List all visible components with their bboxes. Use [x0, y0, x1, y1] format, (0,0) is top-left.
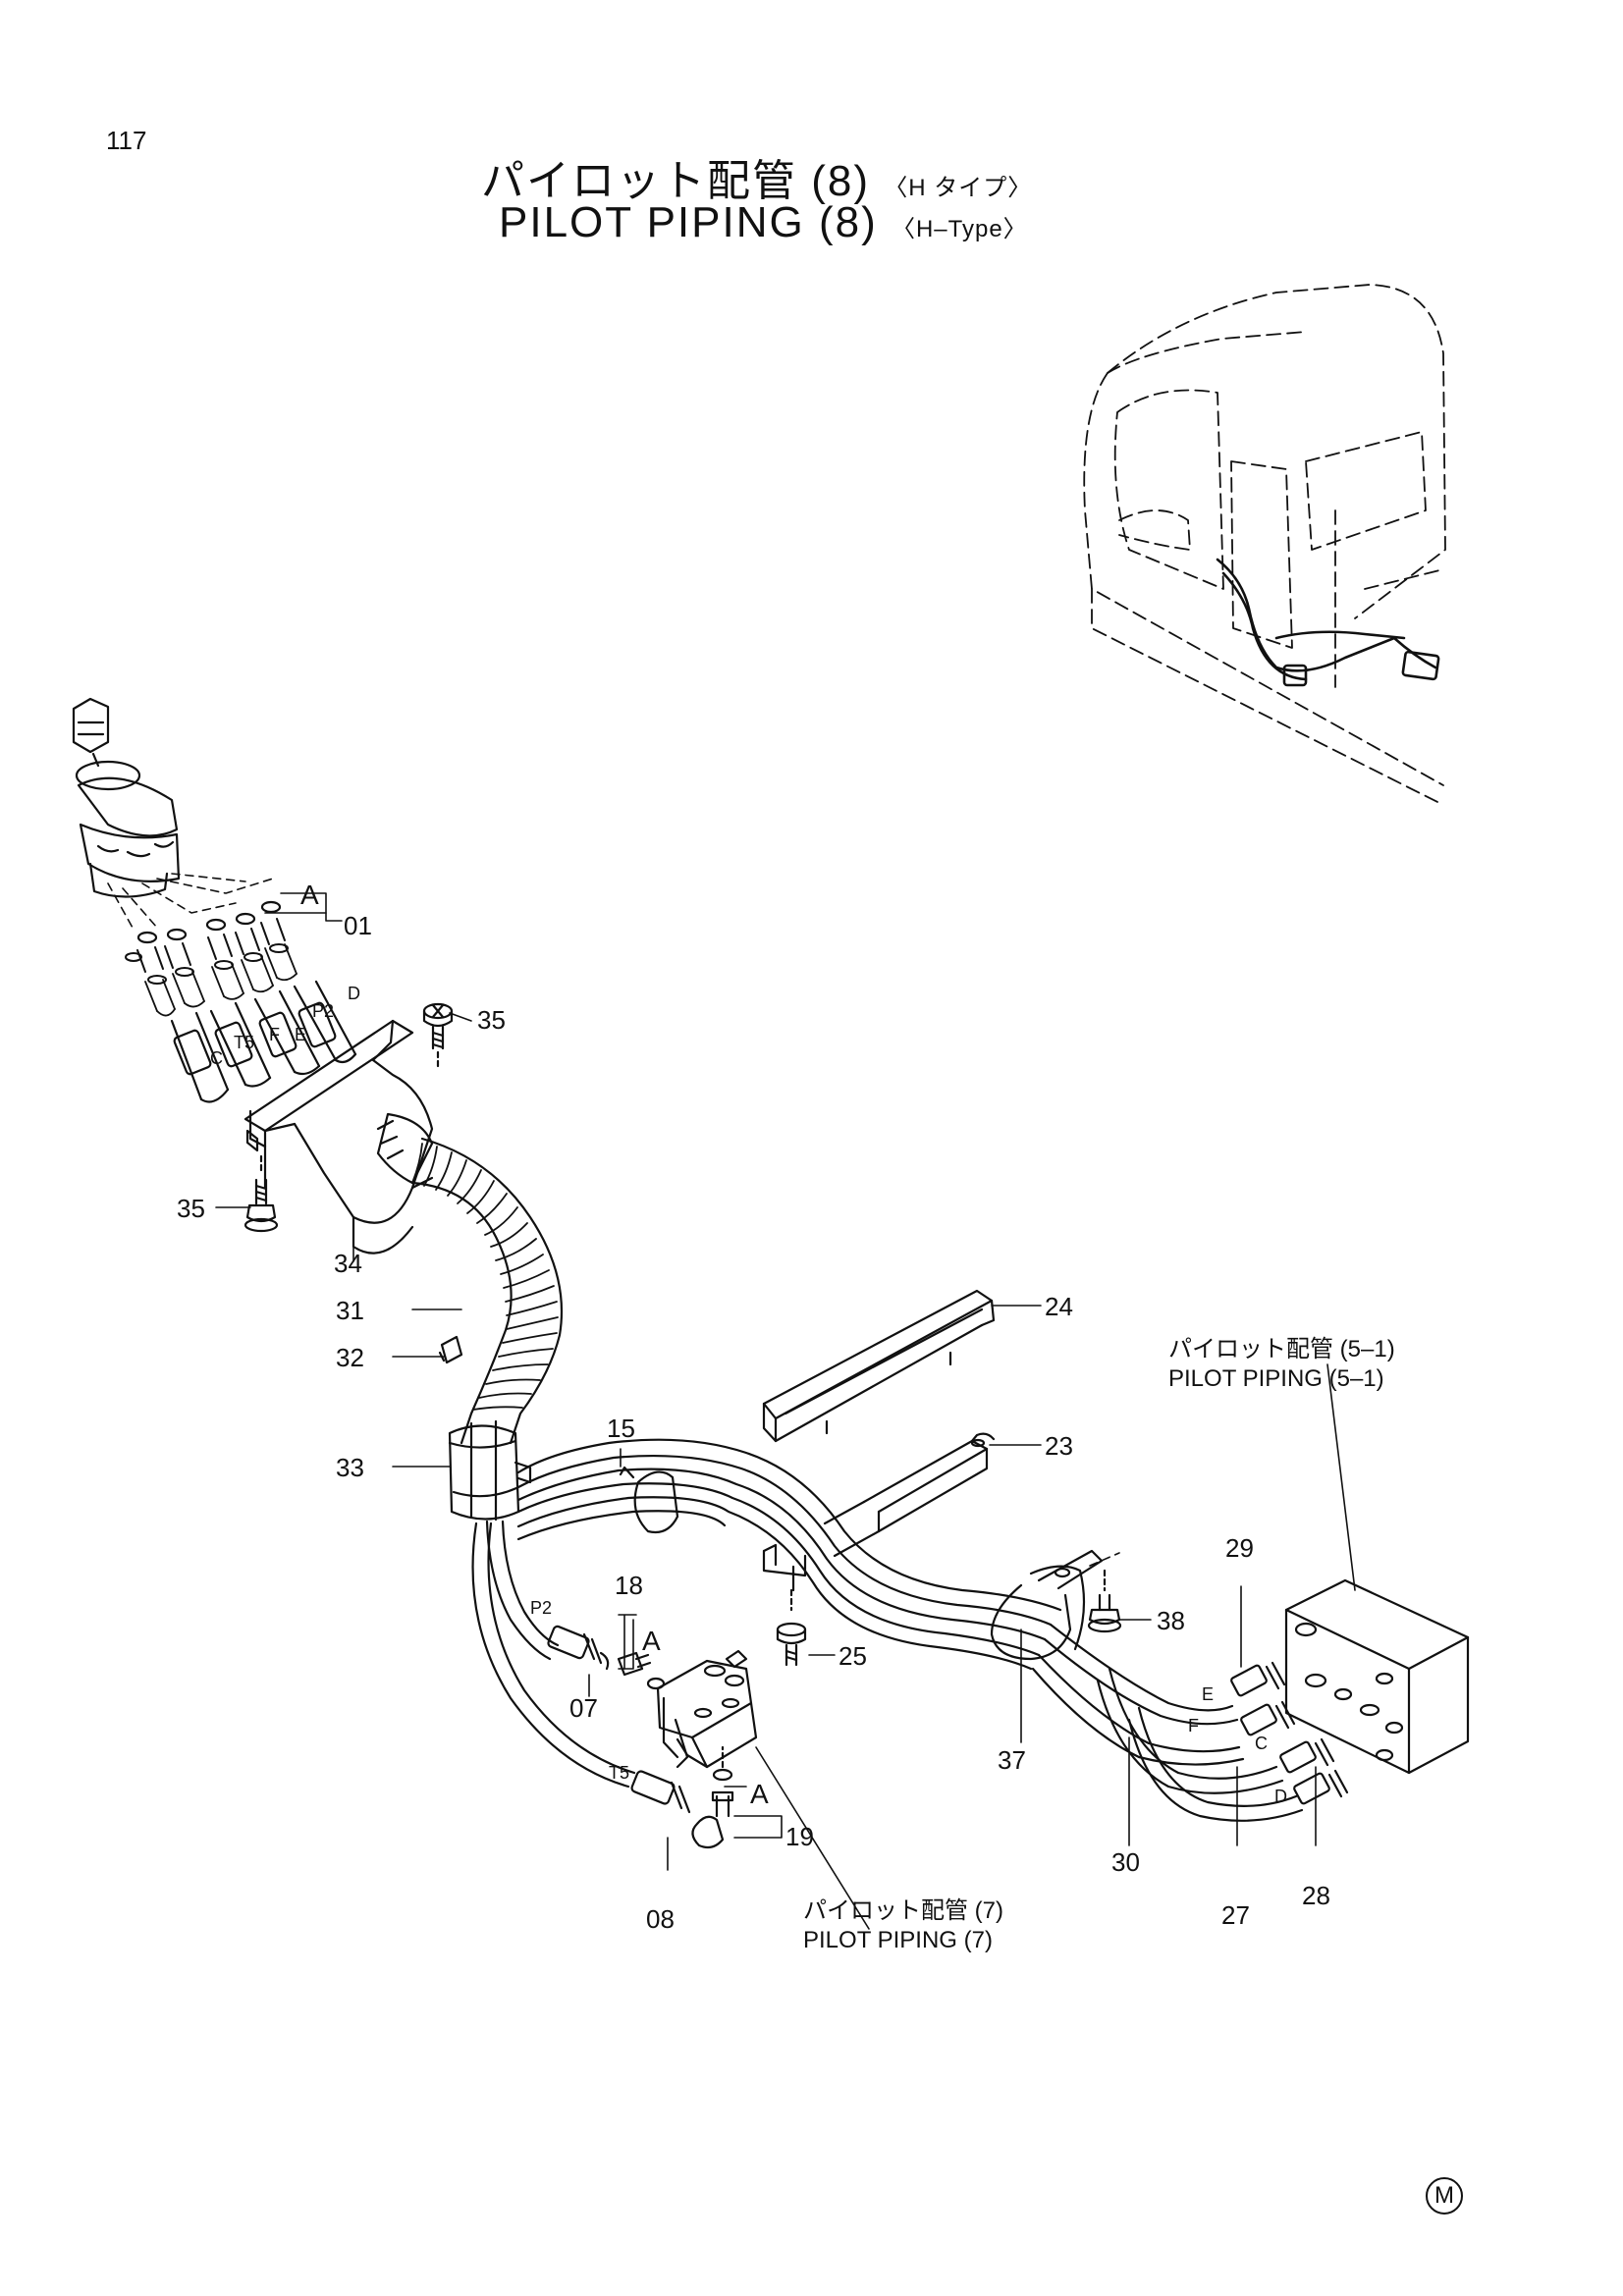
bolt-38 [1087, 1569, 1122, 1633]
part-label-38: 38 [1157, 1606, 1185, 1635]
clamp-33 [448, 1419, 532, 1522]
port-label-c-valve: C [210, 1048, 223, 1068]
clamp-32 [438, 1335, 463, 1364]
part-label-37: 37 [998, 1745, 1026, 1775]
title-japanese-main: パイロット配管 (8) [481, 157, 870, 205]
part-label-33: 33 [336, 1453, 364, 1482]
cable-tie-15 [619, 1466, 679, 1534]
fitting-18 [617, 1651, 666, 1690]
port-label-d-hose: D [1274, 1787, 1287, 1806]
port-label-t5-hose: T5 [609, 1763, 630, 1783]
leader-lines [215, 892, 1356, 1930]
part-label-07: 07 [569, 1693, 598, 1723]
corner-marker: M [1426, 2177, 1463, 2215]
part-label-35-upper: 35 [477, 1005, 506, 1035]
control-valve-block [1284, 1578, 1470, 1775]
reference-label-jp: パイロット配管 (5–1) [1168, 1336, 1395, 1362]
reference-pilot-piping-7: パイロット配管 (7) PILOT PIPING (7) [803, 1896, 1003, 1955]
port-label-t5-valve: T5 [234, 1033, 255, 1052]
reference-label-en: PILOT PIPING (7) [803, 1927, 993, 1953]
port-label-a-fitting-19: A [750, 1779, 769, 1809]
part-label-01: 01 [344, 911, 372, 940]
solenoid-valve-block [656, 1649, 758, 1769]
port-label-f-hose: F [1188, 1716, 1199, 1735]
title-japanese: パイロット配管 (8) 〈H タイプ〉 [481, 145, 1032, 208]
part-label-29: 29 [1225, 1533, 1254, 1563]
reference-label-jp: パイロット配管 (7) [803, 1897, 1003, 1924]
reference-pilot-piping-5-1: パイロット配管 (5–1) PILOT PIPING (5–1) [1168, 1335, 1395, 1394]
part-label-19: 19 [785, 1822, 814, 1851]
part-label-18: 18 [615, 1571, 643, 1600]
hose-ends [170, 980, 357, 1103]
bracket-lower [762, 1543, 807, 1592]
port-leader-lines [107, 873, 274, 929]
dashed-link [1089, 1552, 1120, 1567]
port-label-e-valve: E [295, 1025, 307, 1044]
bolt-25 [776, 1588, 807, 1667]
cab-inset [1083, 284, 1446, 806]
part-label-28: 28 [1302, 1881, 1330, 1910]
part-label-30: 30 [1111, 1847, 1140, 1877]
part-label-24: 24 [1045, 1292, 1073, 1321]
title-english-sub: 〈H–Type〉 [891, 216, 1028, 242]
port-label-f-valve: F [269, 1025, 280, 1044]
hoses-p2-t5 [471, 1520, 636, 1789]
reference-label-en: PILOT PIPING (5–1) [1168, 1365, 1384, 1392]
fitting-08 [630, 1770, 691, 1814]
part-label-23: 23 [1045, 1431, 1073, 1461]
part-label-15: 15 [607, 1414, 635, 1443]
part-label-27: 27 [1221, 1900, 1250, 1930]
port-label-d-valve: D [348, 984, 360, 1003]
bolt-35-upper [422, 1002, 454, 1070]
bolt-35-lower [243, 1154, 279, 1233]
port-label-a-valve: A [300, 880, 319, 910]
port-label-p2-hose: P2 [530, 1598, 553, 1618]
bracket-34 [243, 1019, 434, 1255]
part-label-25: 25 [839, 1641, 867, 1671]
corrugated-tube-31 [376, 1112, 564, 1445]
title-english-main: PILOT PIPING (8) [499, 198, 878, 246]
title-japanese-sub: 〈H タイプ〉 [884, 175, 1033, 201]
port-label-a-fitting-18: A [642, 1626, 661, 1656]
fitting-07 [547, 1625, 610, 1671]
part-label-32: 32 [336, 1343, 364, 1372]
port-label-p2-valve: P2 [312, 1001, 335, 1021]
part-label-08: 08 [646, 1904, 675, 1934]
hose-bundle [516, 1438, 1062, 1671]
part-label-34: 34 [334, 1249, 362, 1278]
pilot-valve [72, 697, 181, 898]
hoses-to-control-valve [1031, 1623, 1304, 1822]
part-label-31: 31 [336, 1296, 364, 1325]
rail-24 [762, 1289, 996, 1443]
port-label-c-hose: C [1255, 1734, 1268, 1753]
part-label-35-lower: 35 [177, 1194, 205, 1223]
loop-clamp-37 [990, 1549, 1104, 1661]
cab-harness [1216, 558, 1440, 687]
rail-23 [823, 1432, 996, 1558]
title-english: PILOT PIPING (8) 〈H–Type〉 [499, 198, 1028, 247]
page-number: 117 [106, 126, 147, 155]
orings-and-adapters [125, 900, 298, 1017]
port-label-e-hose: E [1202, 1684, 1215, 1704]
